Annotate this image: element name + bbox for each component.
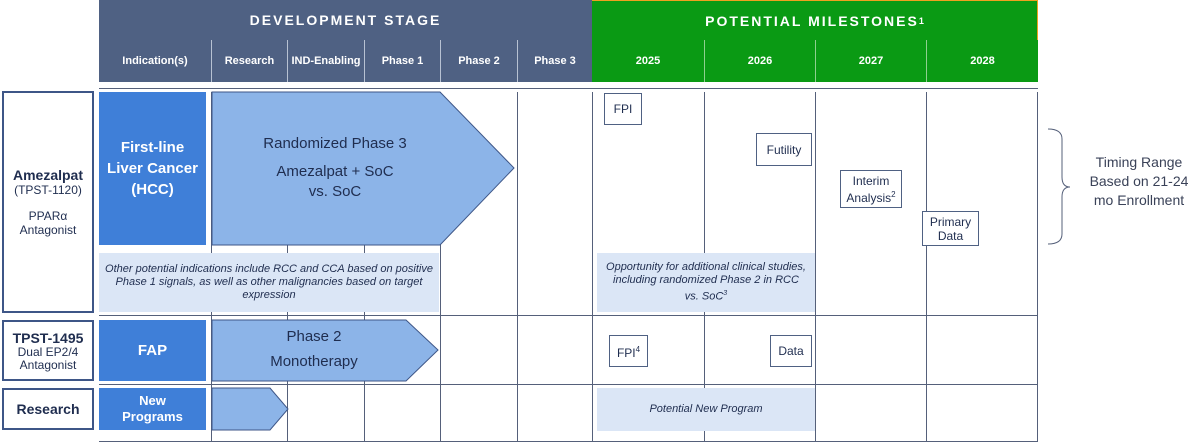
arrow-tpst1495-text: Phase 2 Monotherapy xyxy=(226,327,402,372)
drug-amezalpat: Amezalpat (TPST-1120) PPARα Antagonist xyxy=(2,91,94,313)
arrow-amezalpat-text: Randomized Phase 3 Amezalpat + SoC vs. S… xyxy=(230,134,440,202)
opportunity-note: Opportunity for additional clinical stud… xyxy=(597,253,815,312)
drug-code: (TPST-1120) xyxy=(14,183,82,197)
indication-hcc: First-line Liver Cancer (HCC) xyxy=(99,92,206,245)
grid-line xyxy=(815,92,816,442)
arrow-title: Phase 2 xyxy=(286,328,342,345)
grid-line xyxy=(1037,92,1038,442)
arrow-tpst1495-phase2 xyxy=(211,319,439,382)
timing-bracket xyxy=(1047,128,1071,245)
col-2028: 2028 xyxy=(926,40,1038,82)
milestone-fpi: FPI xyxy=(604,93,642,125)
grid-line xyxy=(440,92,441,442)
indication-fap: FAP xyxy=(99,320,206,381)
drug-target: PPARα Antagonist xyxy=(19,209,77,237)
drug-name: Amezalpat xyxy=(12,167,84,183)
arrow-research xyxy=(211,387,289,431)
col-phase2: Phase 2 xyxy=(440,40,517,82)
col-phase1: Phase 1 xyxy=(364,40,440,82)
drug-tpst1495: TPST-1495 Dual EP2/4 Antagonist xyxy=(2,320,94,381)
row-divider xyxy=(99,384,1038,385)
header-rule xyxy=(99,88,1038,89)
col-research: Research xyxy=(211,40,287,82)
grid-line xyxy=(926,92,927,442)
drug-name: TPST-1495 xyxy=(12,329,84,346)
arrow-line: Amezalpat + SoC xyxy=(276,163,394,180)
col-phase3: Phase 3 xyxy=(517,40,592,82)
drug-name: Research xyxy=(16,401,80,417)
drug-target: Dual EP2/4 Antagonist xyxy=(17,344,79,372)
col-2026: 2026 xyxy=(704,40,815,82)
grid-line xyxy=(517,92,518,442)
development-stage-header: DEVELOPMENT STAGE xyxy=(99,0,592,40)
arrow-amezalpat-phase3 xyxy=(211,91,515,246)
col-indications: Indication(s) xyxy=(99,40,211,82)
arrow-line: vs. SoC xyxy=(308,183,362,200)
row-divider xyxy=(99,315,1038,316)
amezalpat-other-indications-note: Other potential indications include RCC … xyxy=(99,253,439,312)
milestone-interim-analysis: Interim Analysis2 xyxy=(840,170,902,208)
arrow-line: Monotherapy xyxy=(270,353,358,370)
timing-range-label: Timing Range Based on 21-24 mo Enrollmen… xyxy=(1089,154,1189,208)
milestone-primary-data: Primary Data xyxy=(922,211,979,246)
potential-new-program-note: Potential New Program xyxy=(597,388,815,431)
indication-new-programs: New Programs xyxy=(99,388,206,430)
milestone-fpi-tpst1495: FPI4 xyxy=(609,335,648,367)
grid-line xyxy=(592,92,593,442)
col-ind-enabling: IND-Enabling xyxy=(287,40,364,82)
row-divider xyxy=(99,441,1038,442)
col-2025: 2025 xyxy=(592,40,704,82)
milestone-data-tpst1495: Data xyxy=(770,335,812,367)
drug-research: Research xyxy=(2,388,94,430)
arrow-title: Randomized Phase 3 xyxy=(263,135,407,152)
milestone-futility: Futility xyxy=(756,133,812,166)
col-2027: 2027 xyxy=(815,40,926,82)
